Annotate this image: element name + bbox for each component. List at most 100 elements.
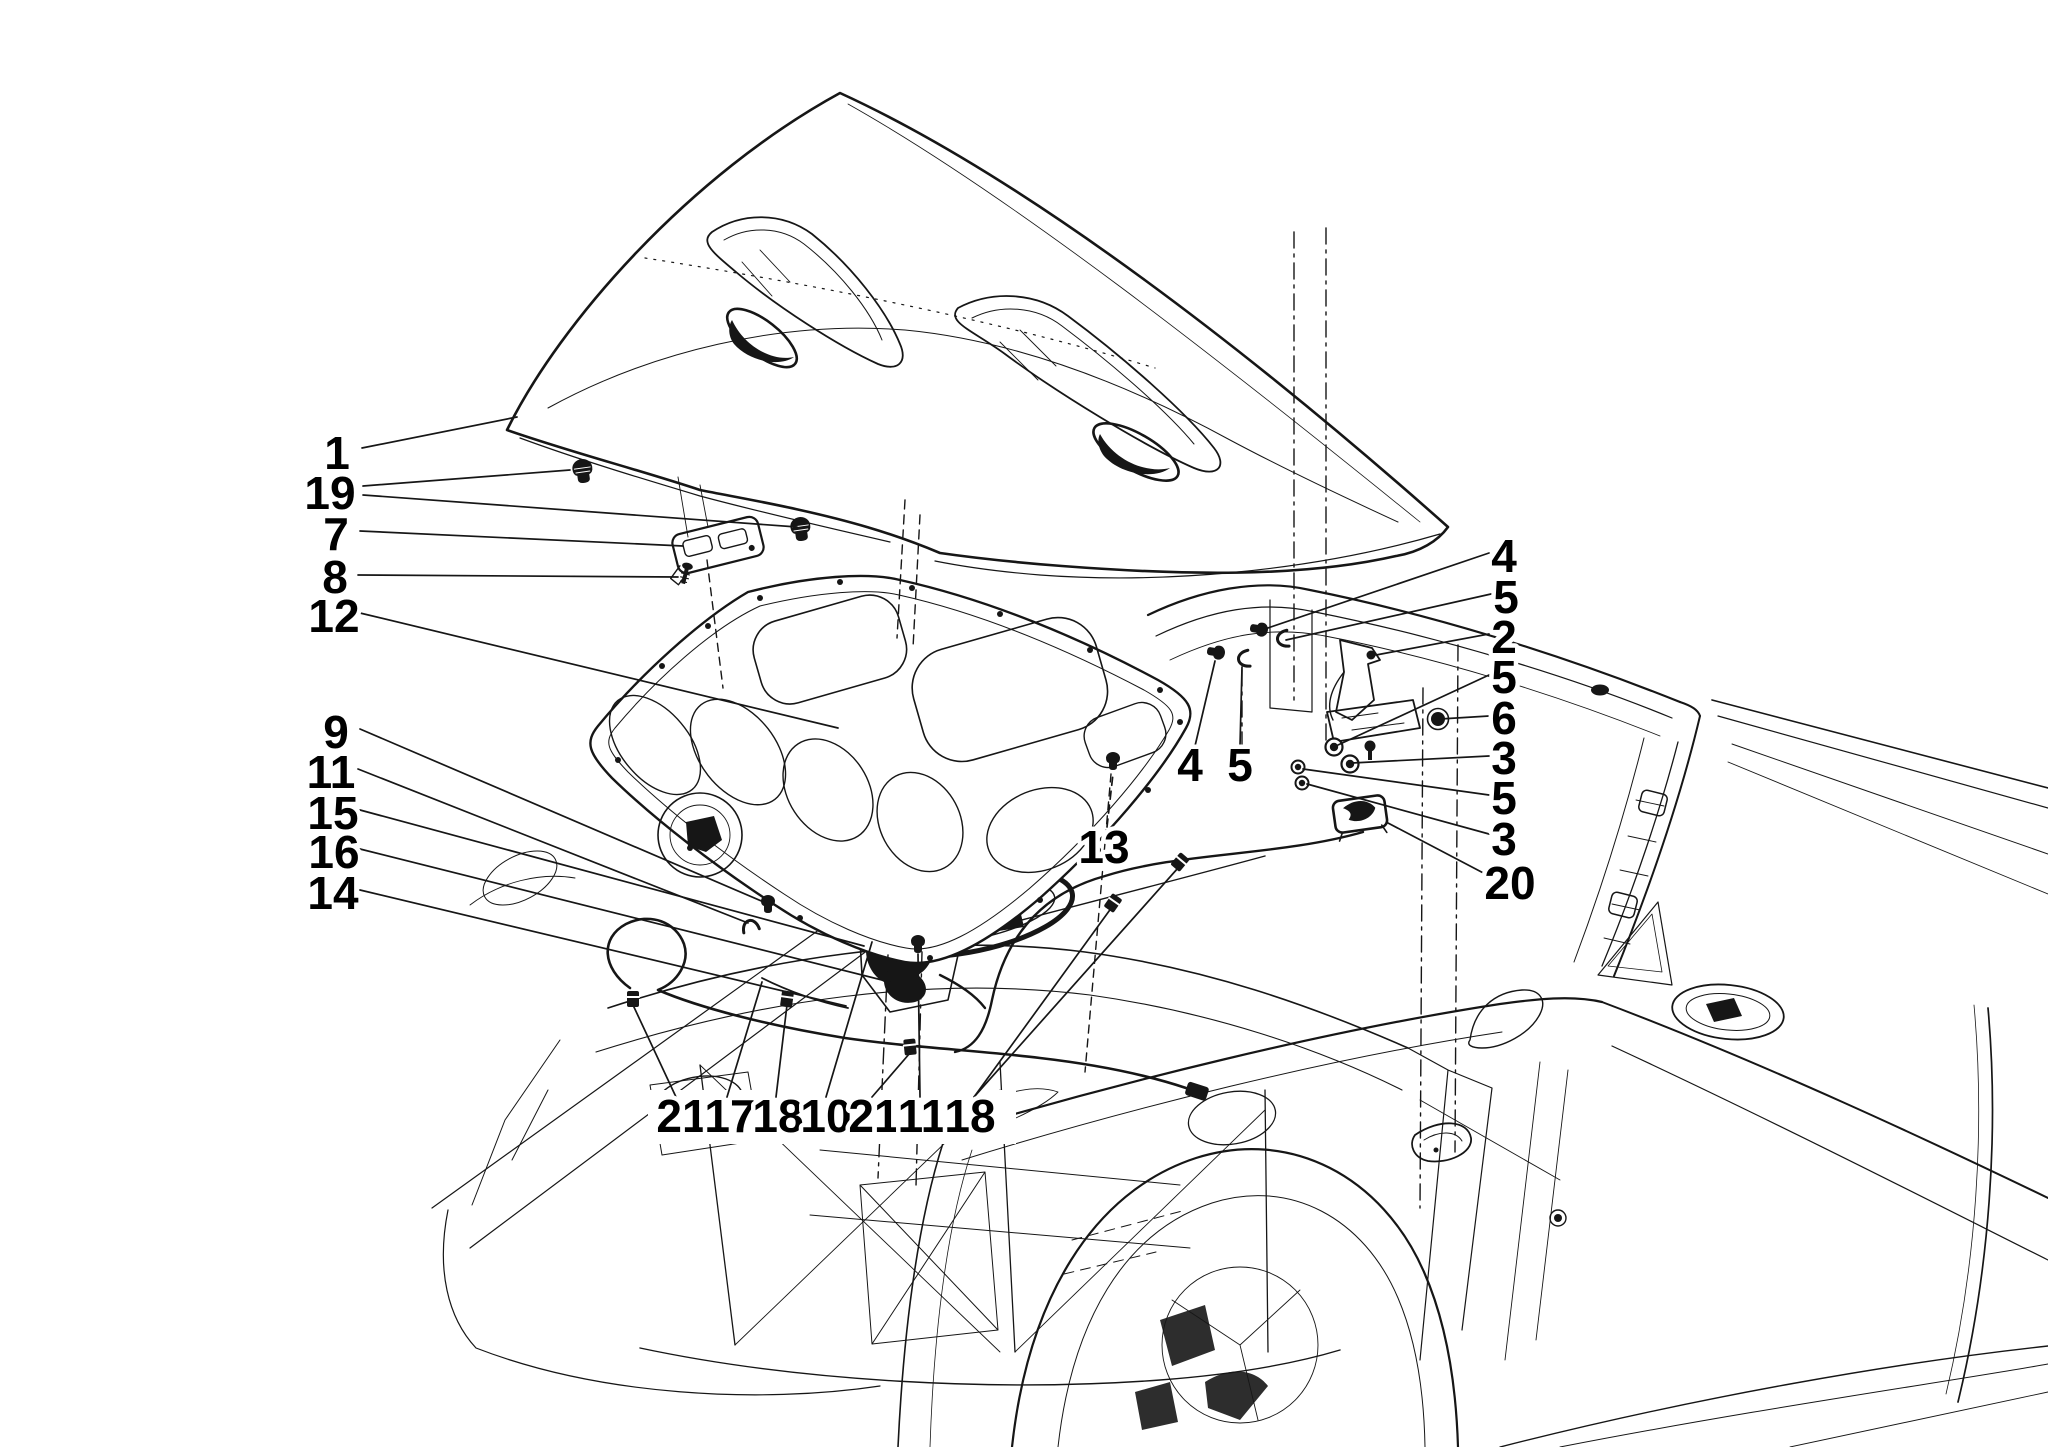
callout-label-15: 15 (307, 787, 358, 839)
fender-vent (1411, 1122, 1472, 1163)
callout-label-6: 6 (1491, 692, 1517, 744)
bumper-bracket (669, 515, 765, 586)
panel-screw-dots (615, 579, 1183, 961)
leader-line-14 (359, 889, 847, 1007)
projection-line (877, 954, 889, 1179)
leader-line-7 (359, 530, 684, 547)
cable-clip-18b-2-icon (1104, 893, 1122, 913)
callout-label-18: 18 (944, 1090, 995, 1142)
c-clip-5-left-icon (1237, 648, 1252, 668)
nut-3a-icon (1340, 754, 1360, 774)
leader-line-19 (362, 494, 798, 528)
callout-label-5: 5 (1493, 571, 1519, 623)
leader-line-18 (973, 906, 1113, 1098)
c-clip-5-right-icon (1276, 628, 1291, 648)
leader-line-2 (1375, 633, 1490, 656)
fender-top-edge (944, 997, 1604, 1136)
clip-pin-4-left-icon (1207, 645, 1225, 660)
leader-line-5 (1337, 674, 1490, 746)
hood-panel (505, 91, 1450, 579)
callout-label-8: 8 (322, 551, 348, 603)
cowl-rail (1146, 584, 1682, 704)
leader-line-21 (871, 1052, 911, 1098)
leader-line-11 (917, 953, 921, 1098)
leader-line-5 (1239, 666, 1243, 747)
leader-line-3 (1351, 755, 1490, 764)
callout-label-18: 18 (752, 1090, 803, 1142)
callout-label-4: 4 (1491, 530, 1517, 582)
callout-label-5: 5 (1227, 739, 1253, 791)
clip-18a-icon (780, 990, 795, 1008)
callout-label-2: 2 (1491, 611, 1517, 663)
hood-vent-right (954, 295, 1222, 482)
leader-line-18 (973, 867, 1179, 1098)
callout-label-7: 7 (323, 508, 349, 560)
leader-line-16 (359, 848, 891, 983)
leader-line-21 (632, 1004, 677, 1098)
release-cable (606, 917, 1188, 1090)
nut-5b-icon (1324, 737, 1344, 757)
insulation-panel (589, 574, 1192, 965)
pin-9-icon (761, 895, 775, 913)
leader-line-6 (1439, 715, 1490, 720)
leader-line-4 (1194, 660, 1216, 747)
clip-21b-icon (902, 1038, 917, 1056)
projection-line (896, 499, 906, 639)
pin-11b-icon (911, 935, 925, 953)
leader-line-17 (726, 981, 763, 1098)
callout-label-3: 3 (1491, 813, 1517, 865)
leader-line-layer (357, 416, 1492, 1098)
callout-label-16: 16 (308, 826, 359, 878)
callout-label-3: 3 (1491, 732, 1517, 784)
callout-label-21: 21 (656, 1090, 707, 1142)
leader-line-18 (775, 1004, 788, 1098)
leader-line-19 (362, 469, 571, 487)
callout-label-12: 12 (308, 590, 359, 642)
callout-label-20: 20 (1484, 857, 1535, 909)
leader-line-4 (1261, 552, 1490, 631)
callout-label-5: 5 (1491, 772, 1517, 824)
mirror-base (1671, 983, 1785, 1041)
leader-line-5 (1285, 593, 1492, 641)
nut-3b-icon (1294, 775, 1310, 791)
leader-line-8 (357, 574, 679, 578)
screw-8-icon (680, 562, 693, 585)
leader-line-13 (1106, 773, 1114, 828)
buffer-pin-19a-icon (572, 459, 593, 484)
leader-line-15 (359, 809, 865, 947)
pin-13-icon (1106, 752, 1120, 770)
leader-line-10 (825, 941, 873, 1098)
projection-line (1454, 644, 1459, 1153)
callout-label-19: 19 (304, 467, 355, 519)
clip-11a-icon (742, 919, 761, 935)
callout-label-4: 4 (1177, 739, 1203, 791)
hinge-bolt-icon (1364, 740, 1376, 760)
callout-label-5: 5 (1491, 651, 1517, 703)
leader-line-5 (1302, 768, 1490, 796)
callout-label-11: 11 (898, 1090, 947, 1142)
door-top-edge (1601, 1001, 2048, 1199)
hood-vent-left (706, 216, 904, 369)
callout-label-10: 10 (800, 1090, 851, 1142)
wheel-arch (1010, 1148, 1460, 1447)
hinge-assembly (1269, 599, 1421, 743)
callout-label-9: 9 (323, 706, 349, 758)
nut-5c-icon (1290, 759, 1306, 775)
cable-clip-18b-1-icon (1171, 852, 1189, 872)
leader-line-20 (1387, 822, 1492, 878)
a-pillar (1613, 715, 1701, 977)
hood-latch (1331, 794, 1389, 842)
clip-pin-4-right-icon (1250, 622, 1268, 637)
cowl-grommet-icon (1591, 684, 1609, 696)
leader-line-12 (359, 612, 839, 729)
latch-cable (953, 830, 1365, 1054)
leader-line-1 (361, 416, 518, 449)
body-side-art (897, 584, 2048, 1447)
callout-label-11: 11 (307, 746, 356, 798)
callout-label-1: 1 (324, 427, 350, 479)
label-band (648, 1090, 1016, 1144)
callout-label-17: 17 (704, 1090, 755, 1142)
door-seam (1957, 1007, 1994, 1403)
